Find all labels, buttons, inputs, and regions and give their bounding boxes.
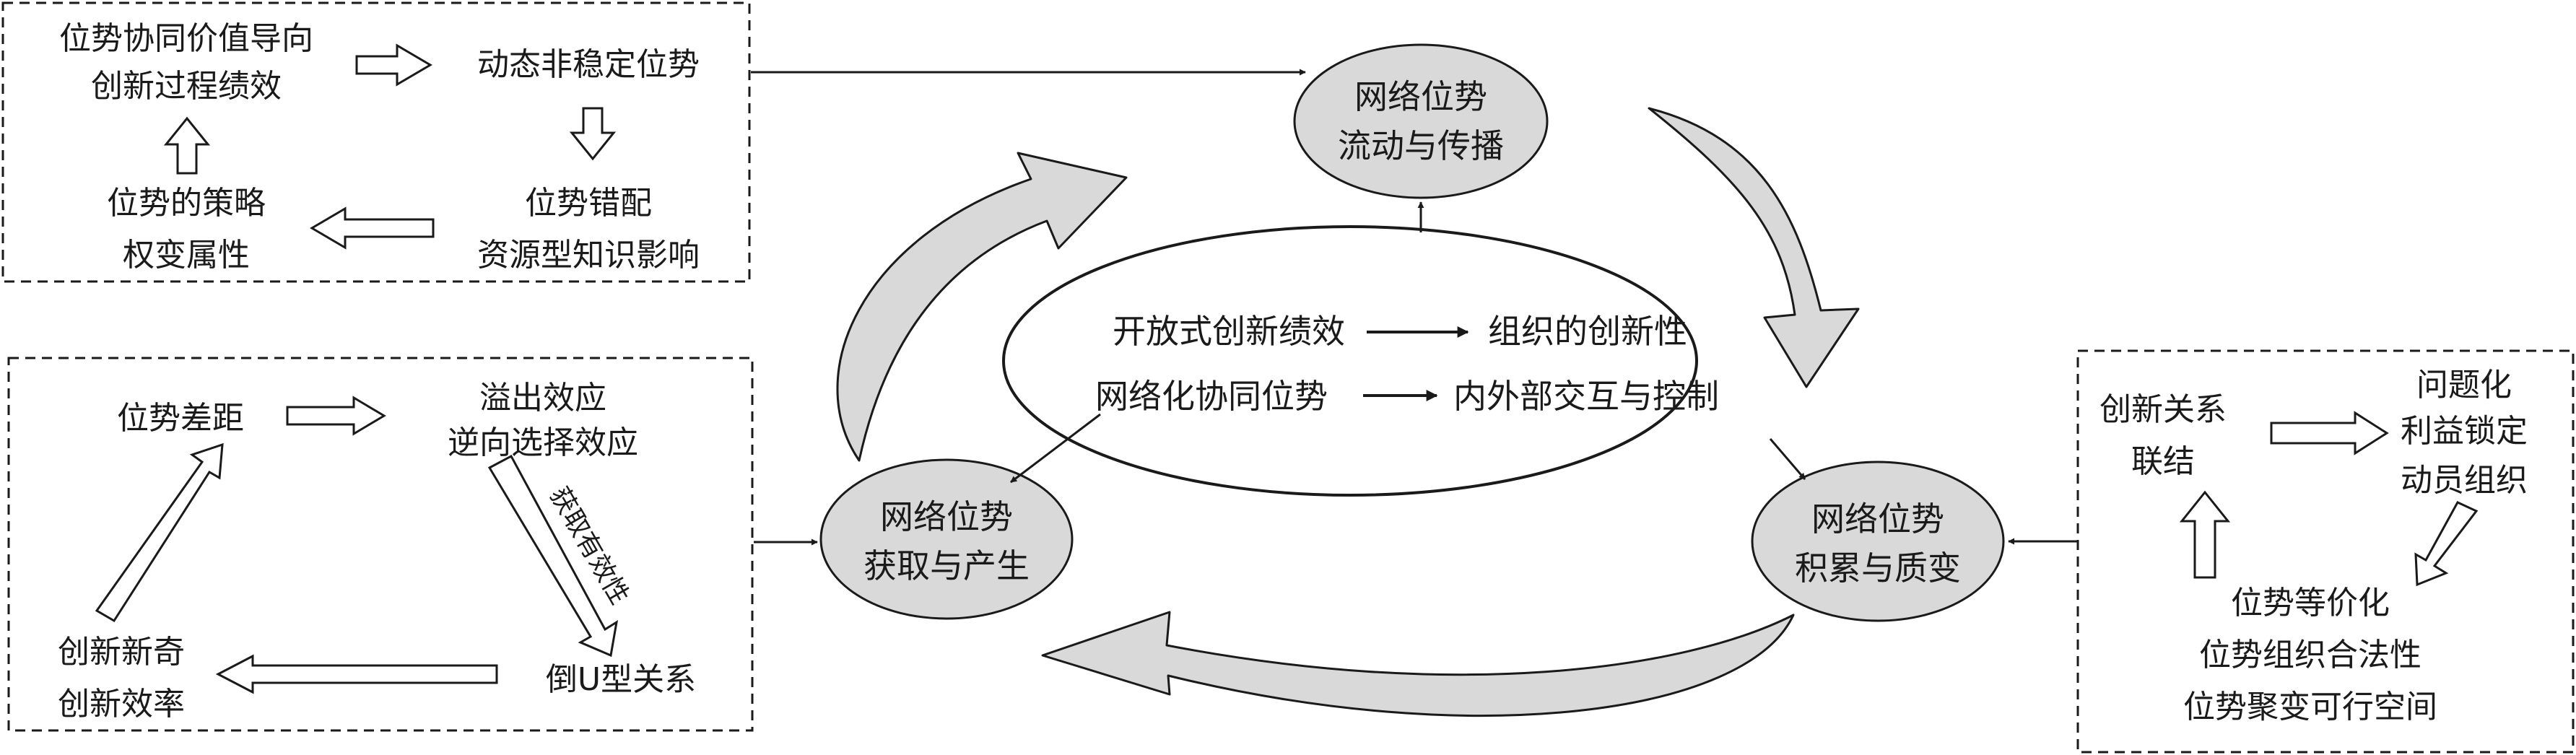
node-right-line2: 积累与质变 [1795,549,1961,588]
rb-legitimacy-line3: 位势聚变可行空间 [2183,689,2437,725]
arrow-ellipse-to-right-node [1769,438,1806,480]
bl-hollow-arrow-diagonal [487,454,619,658]
rb-mobilize-line3: 动员组织 [2401,462,2528,499]
node-top-line2: 流动与传播 [1338,126,1504,165]
bl-spillover-line2: 逆向选择效应 [448,424,638,461]
bl-spillover-line1: 溢出效应 [479,380,606,416]
tl-value-orientation-line2: 创新过程绩效 [91,68,282,105]
tl-mismatch-line2: 资源型知识影响 [477,237,700,274]
top-left-dashed-box [1,1,751,283]
node-right-ellipse [1751,461,2005,622]
tl-mismatch-line1: 位势错配 [525,185,652,222]
node-top-ellipse [1293,43,1549,199]
rb-mobilize-line1: 问题化 [2416,367,2512,403]
bl-novelty-line1: 创新新奇 [58,634,185,671]
bottom-left-dashed-box [7,357,754,732]
cycle-arrow-left-to-top [836,152,1128,462]
bl-inverted-u: 倒U型关系 [546,661,696,698]
rb-legitimacy-line2: 位势组织合法性 [2199,637,2421,673]
bl-hollow-arrow-up-diagonal [95,442,224,623]
arrow-ellipse-to-left-node [1010,413,1101,484]
rb-mobilize-line2: 利益锁定 [2401,413,2528,450]
node-right-line1: 网络位势 [1811,499,1944,538]
center-line1-left: 开放式创新绩效 [1113,312,1345,351]
center-line1-right: 组织的创新性 [1488,312,1687,351]
rb-link-line2: 联结 [2131,443,2195,480]
tl-value-orientation-line1: 位势协同价值导向 [59,20,313,57]
bl-hollow-arrow-left [215,654,498,694]
tl-strategy-line2: 权变属性 [123,237,250,274]
rb-hollow-arrow-up [2179,490,2231,579]
center-ellipse [1002,225,1698,497]
rb-link-line1: 创新关系 [2099,391,2227,428]
node-left-line1: 网络位势 [880,497,1013,536]
rb-legitimacy-line1: 位势等价化 [2231,585,2390,621]
tl-dynamic-unstable: 动态非稳定位势 [477,46,700,83]
bl-hollow-arrow-right [286,396,386,436]
node-top-line1: 网络位势 [1354,77,1487,116]
cycle-arrow-right-to-left [1041,611,1795,717]
tl-strategy-line1: 位势的策略 [107,185,266,222]
center-line2-right: 内外部交互与控制 [1453,377,1719,416]
tl-hollow-arrow-right [355,43,432,87]
cycle-arrow-top-to-right [1648,107,1860,388]
node-left-ellipse [819,458,1074,620]
bl-novelty-line2: 创新效率 [58,686,185,723]
center-line2-left: 网络化协同位势 [1095,377,1328,416]
tl-hollow-arrow-left [310,206,435,250]
rb-hollow-arrow-right [2270,411,2389,455]
bl-gap: 位势差距 [117,400,244,437]
tl-hollow-arrow-up [163,116,211,175]
node-left-line2: 获取与产生 [863,546,1030,585]
rb-hollow-arrow-down-left [2414,501,2479,587]
tl-hollow-arrow-down [569,107,617,161]
